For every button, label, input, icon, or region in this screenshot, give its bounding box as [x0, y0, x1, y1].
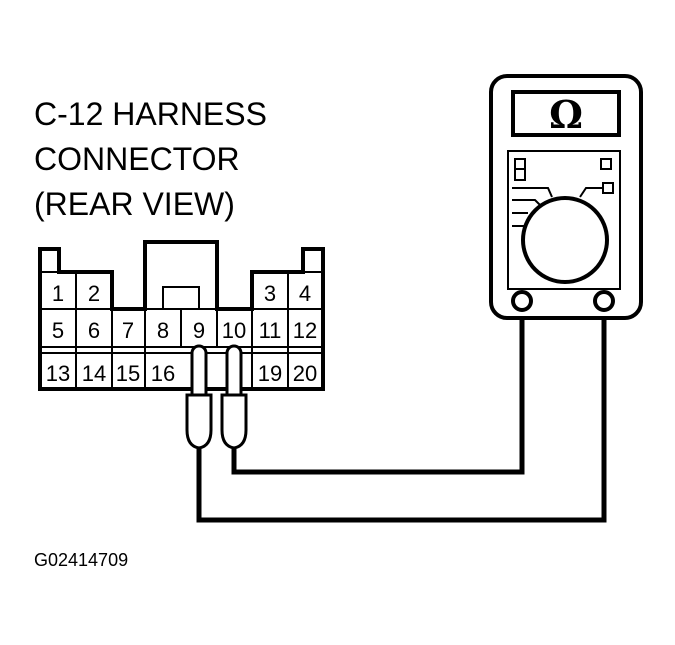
jack-com	[511, 290, 533, 312]
pin-label-8: 8	[157, 318, 169, 343]
pin-label-16: 16	[151, 361, 175, 386]
meter-indicator	[514, 168, 526, 181]
connector-latch	[162, 286, 200, 310]
meter-panel	[507, 150, 621, 290]
figure-id: G02414709	[34, 550, 129, 570]
pin-label-20: 20	[293, 361, 317, 386]
test-leads	[196, 305, 607, 523]
pin-label-15: 15	[116, 361, 140, 386]
lead-pin-9	[196, 305, 607, 523]
probes	[185, 344, 248, 450]
title-line-1: C-12 HARNESS	[34, 96, 267, 132]
probe-body-10	[220, 393, 248, 450]
title-line-2: CONNECTOR	[34, 141, 240, 177]
jack-ohm	[593, 290, 615, 312]
meter-indicator	[600, 158, 612, 170]
pin-label-9: 9	[193, 318, 205, 343]
pin-label-1: 1	[52, 281, 64, 306]
pin-label-10: 10	[222, 318, 246, 343]
multimeter	[489, 74, 643, 320]
pin-label-19: 19	[258, 361, 282, 386]
pin-label-11: 11	[259, 318, 282, 343]
connector-grid	[40, 271, 323, 389]
ohm-symbol: Ω	[549, 92, 583, 137]
pin-label-12: 12	[293, 318, 317, 343]
pin-label-3: 3	[264, 281, 276, 306]
pin-label-6: 6	[88, 318, 100, 343]
pin-label-5: 5	[52, 318, 64, 343]
pin-label-4: 4	[299, 281, 311, 306]
rotary-dial	[521, 196, 609, 284]
pin-label-13: 13	[46, 361, 70, 386]
pin-label-2: 2	[88, 281, 100, 306]
title-line-3: (REAR VIEW)	[34, 186, 235, 222]
lead-pin-10	[231, 305, 525, 475]
meter-display	[511, 90, 621, 137]
probe-body-9	[185, 393, 213, 450]
pin-label-14: 14	[82, 361, 106, 386]
pin-label-7: 7	[122, 318, 134, 343]
